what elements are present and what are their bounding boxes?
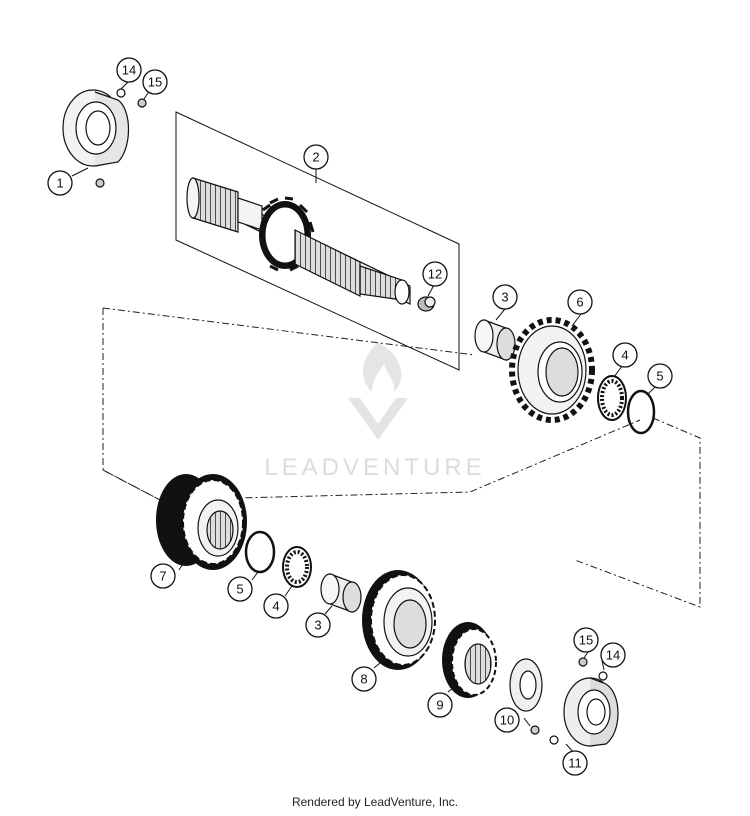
part-15-screw-lower xyxy=(578,657,588,667)
svg-text:7: 7 xyxy=(159,569,166,584)
svg-text:5: 5 xyxy=(236,582,243,597)
callout-7[interactable]: 7 xyxy=(150,563,176,589)
part-8-gear xyxy=(362,570,436,670)
part-6-gear xyxy=(509,317,595,423)
leadventure-watermark: LEADVENTURE xyxy=(264,342,485,481)
part-5-circlip-lower xyxy=(244,530,276,574)
svg-text:4: 4 xyxy=(621,348,628,363)
part-9-gear xyxy=(442,622,497,698)
callout-11[interactable]: 11 xyxy=(562,750,588,776)
svg-text:1: 1 xyxy=(56,176,63,191)
svg-text:8: 8 xyxy=(360,672,367,687)
svg-text:10: 10 xyxy=(500,713,514,728)
svg-text:11: 11 xyxy=(568,756,582,771)
part-15-screw-top xyxy=(137,98,147,108)
callout-9[interactable]: 9 xyxy=(427,692,453,718)
watermark-text: LEADVENTURE xyxy=(264,454,485,481)
callout-14-upper[interactable]: 14 xyxy=(116,57,142,83)
svg-text:15: 15 xyxy=(579,633,593,648)
part-3-needle-bearing-upper xyxy=(474,319,516,361)
svg-text:5: 5 xyxy=(656,369,663,384)
part-14-washer-top xyxy=(116,88,126,98)
part-12-bush xyxy=(417,296,436,312)
svg-text:14: 14 xyxy=(122,63,136,78)
part-4-cage-upper xyxy=(597,375,627,421)
callout-12[interactable]: 12 xyxy=(422,261,448,287)
svg-text:6: 6 xyxy=(576,295,583,310)
callout-14-lower[interactable]: 14 xyxy=(600,642,626,668)
svg-text:4: 4 xyxy=(272,599,279,614)
svg-text:12: 12 xyxy=(428,267,442,282)
callout-2[interactable]: 2 xyxy=(303,144,329,170)
callout-4-lower[interactable]: 4 xyxy=(263,593,289,619)
callout-5-upper[interactable]: 5 xyxy=(647,363,673,389)
part-10-screw xyxy=(530,725,540,735)
part-5-circlip-upper xyxy=(626,389,656,435)
part-1-bearing xyxy=(62,89,129,188)
callout-1[interactable]: 1 xyxy=(47,170,73,196)
svg-text:15: 15 xyxy=(148,75,162,90)
svg-text:3: 3 xyxy=(501,290,508,305)
callout-5-lower[interactable]: 5 xyxy=(227,576,253,602)
svg-text:3: 3 xyxy=(314,618,321,633)
callout-3-lower[interactable]: 3 xyxy=(305,612,331,638)
part-1-screw xyxy=(95,178,105,188)
callout-3-upper[interactable]: 3 xyxy=(492,284,518,310)
callout-15-upper[interactable]: 15 xyxy=(142,69,168,95)
callout-10[interactable]: 10 xyxy=(494,707,520,733)
svg-text:9: 9 xyxy=(436,698,443,713)
part-7-double-gear xyxy=(156,474,247,570)
callout-6[interactable]: 6 xyxy=(567,289,593,315)
part-2-main-shaft xyxy=(186,177,411,305)
part-3-needle-bearing-lower xyxy=(320,573,362,613)
part-14-washer-lower xyxy=(598,671,608,681)
callout-15-lower[interactable]: 15 xyxy=(573,627,599,653)
part-4-cage-lower xyxy=(282,546,312,588)
part-10-thrust-washer xyxy=(509,658,543,712)
svg-text:2: 2 xyxy=(312,150,319,165)
footer-credit: Rendered by LeadVenture, Inc. xyxy=(291,795,459,809)
part-11-washer xyxy=(549,735,559,745)
shaft-assembly-frame xyxy=(175,111,460,371)
callout-8[interactable]: 8 xyxy=(351,666,377,692)
svg-text:14: 14 xyxy=(606,648,620,663)
part-11-bearing xyxy=(563,677,619,747)
callout-4-upper[interactable]: 4 xyxy=(612,342,638,368)
